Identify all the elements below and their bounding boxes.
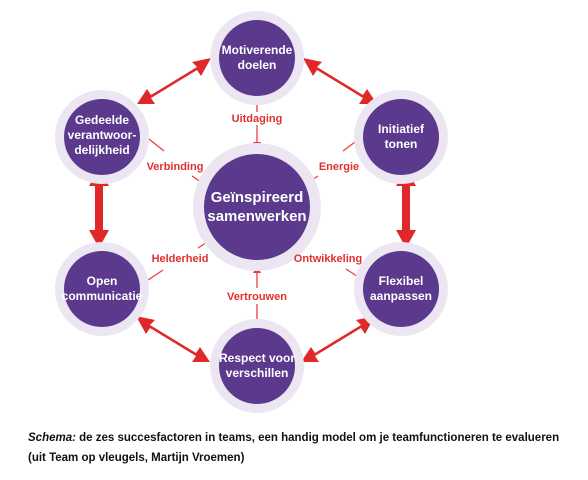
label-uitdaging: Uitdaging (232, 113, 283, 125)
link-labels: Uitdaging Energie Ontwikkeling Vertrouwe… (147, 113, 363, 303)
caption-lead: Schema: (28, 432, 76, 444)
svg-text:doelen: doelen (238, 58, 277, 72)
node-top: Motiverende doelen (219, 20, 295, 96)
svg-text:Gedeelde: Gedeelde (75, 113, 129, 127)
svg-text:Flexibel: Flexibel (379, 274, 424, 288)
center-line-1: Geïnspireerd (211, 189, 304, 206)
svg-text:Open: Open (87, 274, 118, 288)
node-upper-left: Gedeelde verantwoor- delijkheid (64, 99, 140, 175)
node-lower-left: Open communicatie (62, 251, 143, 327)
svg-text:Initiatief: Initiatief (378, 122, 425, 136)
label-verbinding: Verbinding (147, 161, 204, 173)
svg-text:Motiverende: Motiverende (222, 43, 293, 57)
success-factors-diagram: Geïnspireerd samenwerken Motiverende doe… (55, 11, 448, 413)
outer-arrows (89, 58, 416, 362)
arrow-upper-left-lower-left (89, 168, 109, 248)
arrow-upper-right-lower-right (396, 168, 416, 248)
center-line-2: samenwerken (207, 208, 306, 225)
svg-text:tonen: tonen (385, 137, 418, 151)
caption-text: de zes succesfactoren in teams, een hand… (28, 432, 560, 464)
svg-text:Respect voor: Respect voor (219, 351, 295, 365)
svg-text:verantwoor-: verantwoor- (68, 128, 137, 142)
node-upper-right: Initiatief tonen (363, 99, 439, 175)
label-ontwikkeling: Ontwikkeling (294, 253, 362, 265)
node-lower-right: Flexibel aanpassen (363, 251, 439, 327)
svg-text:communicatie: communicatie (62, 289, 143, 303)
svg-text:aanpassen: aanpassen (370, 289, 432, 303)
svg-text:verschillen: verschillen (226, 366, 289, 380)
center-node: Geïnspireerd samenwerken (204, 154, 310, 260)
svg-text:delijkheid: delijkheid (74, 143, 129, 157)
node-bottom: Respect voor verschillen (219, 328, 295, 404)
figure-caption: Schema: de zes succesfactoren in teams, … (28, 428, 573, 468)
arrow-top-upper-right (303, 58, 377, 104)
label-vertrouwen: Vertrouwen (227, 291, 287, 303)
arrow-lower-right-bottom (301, 316, 375, 362)
label-energie: Energie (319, 161, 359, 173)
arrow-lower-left-bottom (136, 316, 210, 362)
arrow-top-upper-left (137, 58, 211, 104)
label-helderheid: Helderheid (152, 253, 209, 265)
